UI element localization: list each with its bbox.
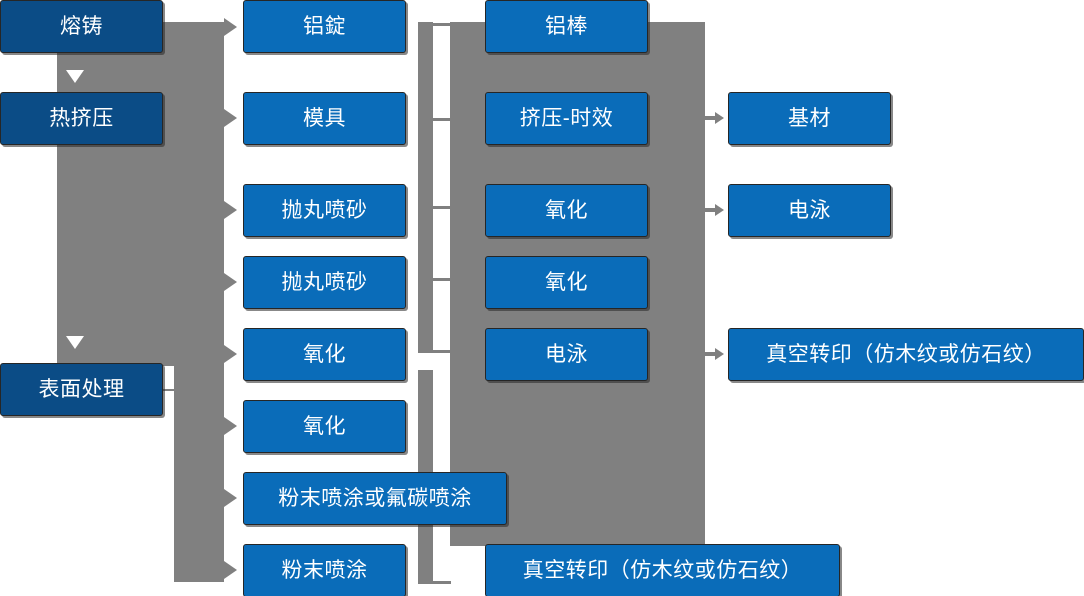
process-box-mold[interactable]: 模具 bbox=[243, 92, 406, 145]
process-box-powder-or-fluorocarbon-coating[interactable]: 粉末喷涂或氟碳喷涂 bbox=[243, 472, 507, 525]
process-label: 抛丸喷砂 bbox=[281, 199, 368, 222]
connector-arrow-6 bbox=[224, 417, 237, 435]
process-box-shot-blasting-2[interactable]: 抛丸喷砂 bbox=[243, 256, 406, 309]
process-box-shot-blasting-1[interactable]: 抛丸喷砂 bbox=[243, 184, 406, 237]
treatment-box-extrusion-aging[interactable]: 挤压-时效 bbox=[485, 92, 648, 145]
connector-notch-down-1 bbox=[66, 70, 84, 83]
treatment-box-aluminum-rod[interactable]: 铝棒 bbox=[485, 0, 648, 53]
process-box-oxidation-2[interactable]: 氧化 bbox=[243, 400, 406, 453]
process-label: 氧化 bbox=[303, 343, 346, 366]
output-arrow-3 bbox=[705, 348, 724, 360]
output-box-vacuum-transfer-printing[interactable]: 真空转印（仿木纹或仿石纹） bbox=[728, 328, 1084, 381]
bracket-tick-4 bbox=[418, 278, 451, 281]
connector-arrow-2 bbox=[224, 109, 237, 127]
connector-arrow-1 bbox=[224, 18, 237, 36]
treatment-label: 真空转印（仿木纹或仿石纹） bbox=[522, 559, 803, 582]
output-box-base-material[interactable]: 基材 bbox=[728, 92, 891, 145]
stage-label: 表面处理 bbox=[38, 378, 125, 401]
output-label: 电泳 bbox=[788, 199, 831, 222]
connector-arrow-5 bbox=[224, 345, 237, 363]
bracket-tick-6 bbox=[418, 581, 451, 584]
process-box-aluminum-ingot[interactable]: 铝錠 bbox=[243, 0, 406, 53]
bracket-bar-upper bbox=[418, 22, 433, 351]
connector-arrow-3 bbox=[224, 201, 237, 219]
bracket-tick-1 bbox=[418, 23, 451, 26]
stage-box-hot-extrusion[interactable]: 热挤压 bbox=[0, 92, 163, 145]
treatment-box-oxidation-2[interactable]: 氧化 bbox=[485, 256, 648, 309]
treatment-label: 电泳 bbox=[545, 343, 588, 366]
treatment-box-electrophoresis[interactable]: 电泳 bbox=[485, 328, 648, 381]
stage-box-surface-treatment[interactable]: 表面处理 bbox=[0, 363, 163, 416]
output-box-electrophoresis[interactable]: 电泳 bbox=[728, 184, 891, 237]
connector-arrow-4 bbox=[224, 273, 237, 291]
process-label: 粉末喷涂或氟碳喷涂 bbox=[278, 487, 472, 510]
bracket-tick-5 bbox=[418, 350, 451, 353]
process-label: 氧化 bbox=[303, 415, 346, 438]
process-box-oxidation-1[interactable]: 氧化 bbox=[243, 328, 406, 381]
connector-stub-surface-treatment bbox=[163, 389, 185, 391]
stage-label: 熔铸 bbox=[60, 15, 103, 38]
process-box-powder-coating[interactable]: 粉末喷涂 bbox=[243, 544, 406, 596]
treatment-box-vacuum-transfer-printing[interactable]: 真空转印（仿木纹或仿石纹） bbox=[485, 544, 840, 596]
treatment-label: 氧化 bbox=[545, 271, 588, 294]
treatment-label: 挤压-时效 bbox=[519, 107, 614, 130]
stage-box-melting-casting[interactable]: 熔铸 bbox=[0, 0, 163, 53]
process-label: 模具 bbox=[303, 107, 346, 130]
output-arrow-1 bbox=[705, 112, 724, 124]
output-label: 基材 bbox=[788, 107, 831, 130]
process-label: 铝錠 bbox=[303, 15, 346, 38]
treatment-label: 铝棒 bbox=[545, 15, 588, 38]
stage-label: 热挤压 bbox=[49, 107, 114, 130]
connector-trunk-lower bbox=[174, 366, 224, 582]
bracket-tick-2 bbox=[418, 118, 451, 121]
treatment-label: 氧化 bbox=[545, 199, 588, 222]
treatment-box-oxidation-1[interactable]: 氧化 bbox=[485, 184, 648, 237]
process-label: 抛丸喷砂 bbox=[281, 271, 368, 294]
connector-trunk-main bbox=[57, 144, 224, 366]
process-label: 粉末喷涂 bbox=[281, 559, 368, 582]
bracket-tick-3 bbox=[418, 206, 451, 209]
connector-arrow-8 bbox=[224, 561, 237, 579]
connector-arrow-7 bbox=[224, 489, 237, 507]
connector-notch-down-2 bbox=[66, 336, 84, 349]
output-label: 真空转印（仿木纹或仿石纹） bbox=[766, 343, 1046, 366]
output-arrow-2 bbox=[705, 204, 724, 216]
